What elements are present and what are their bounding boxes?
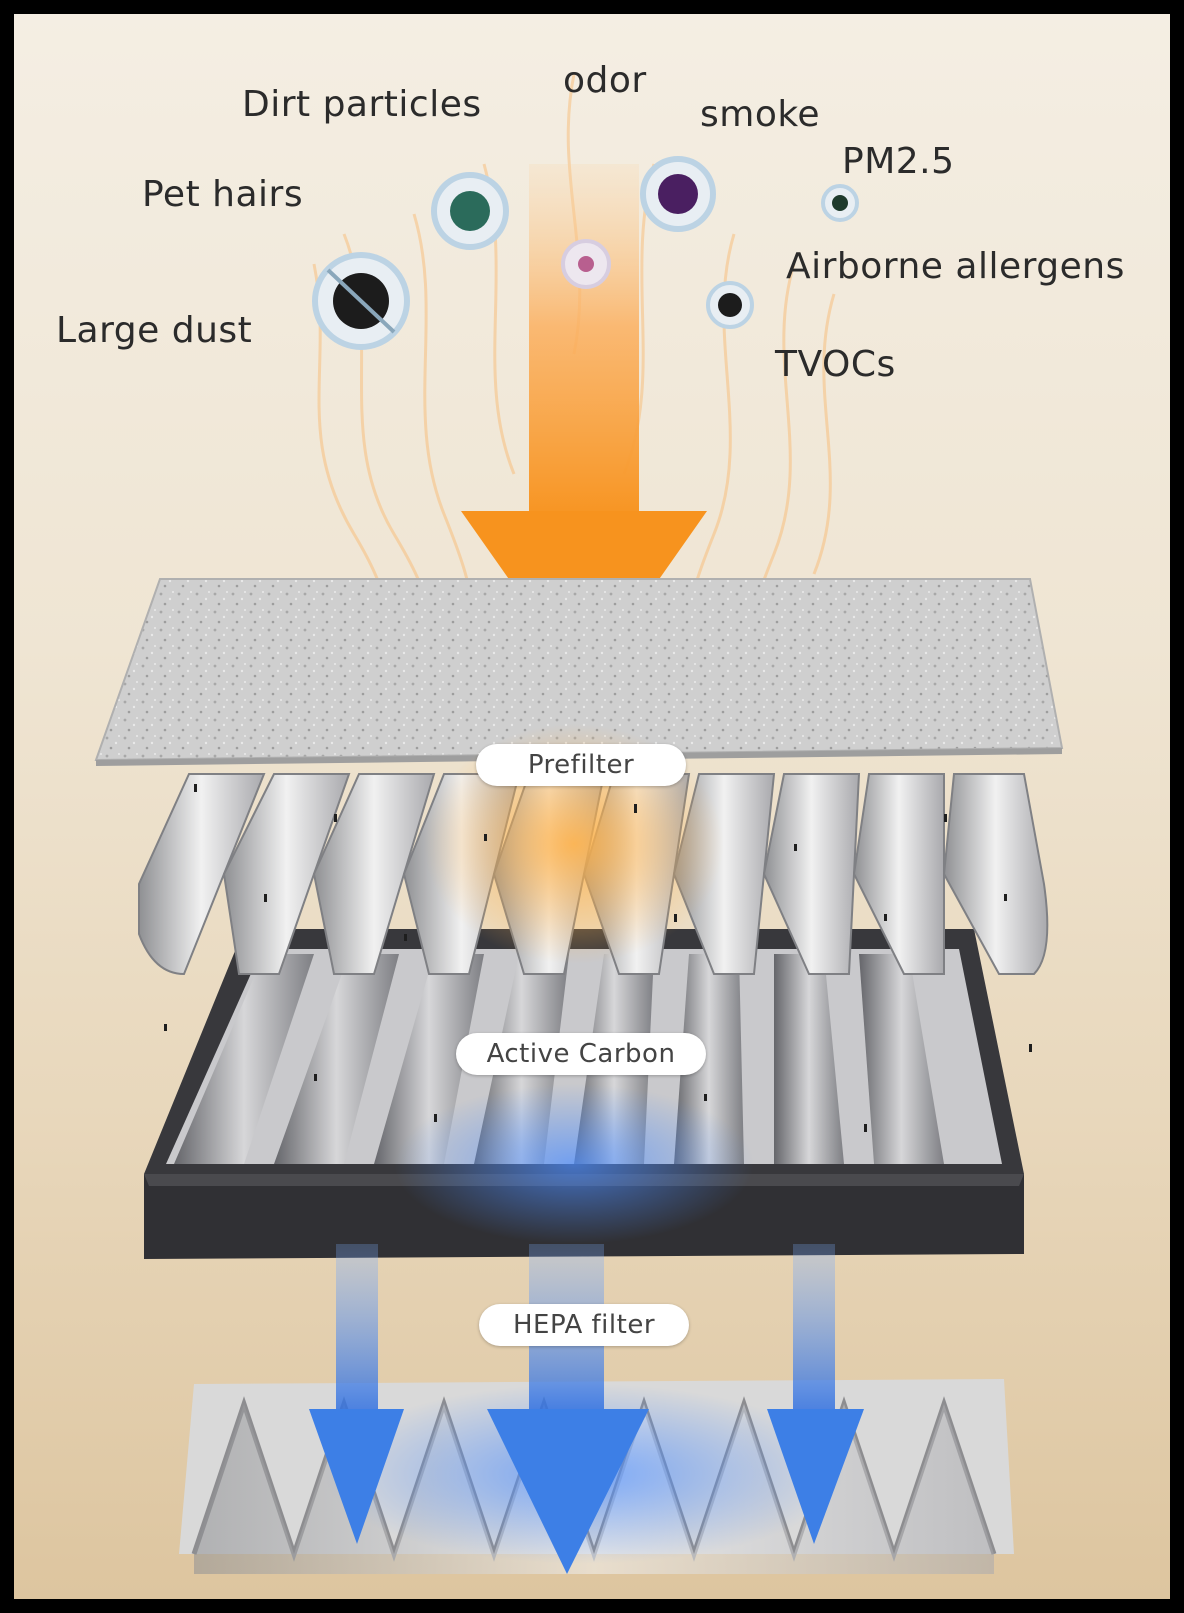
label-airborne-allergens: Airborne allergens: [786, 246, 1125, 287]
smoke-virus-icon: [640, 156, 716, 232]
odor-icon: [561, 239, 611, 289]
tvocs-icon: [706, 281, 754, 329]
label-odor: odor: [563, 60, 647, 101]
layer-label-prefilter: Prefilter: [476, 744, 686, 786]
label-tvocs: TVOCs: [775, 344, 896, 385]
outflow-arrow-right: [767, 1244, 864, 1544]
pm25-icon: [821, 184, 859, 222]
large-dust-icon: [312, 252, 410, 350]
layer-label-active-carbon: Active Carbon: [456, 1033, 706, 1075]
label-smoke: smoke: [700, 94, 821, 135]
label-pm25: PM2.5: [842, 141, 955, 182]
label-large-dust: Large dust: [56, 310, 253, 351]
label-pet-hairs: Pet hairs: [142, 174, 304, 215]
label-dirt-particles: Dirt particles: [242, 84, 482, 125]
pollutant-icons: [312, 156, 859, 350]
active-carbon-tray: [144, 929, 1024, 1259]
pet-hairs-icon: [431, 172, 509, 250]
layer-label-hepa: HEPA filter: [479, 1304, 689, 1346]
outflow-arrow-left: [309, 1244, 404, 1544]
diagram-frame: Dirt particles odor smoke PM2.5 Pet hair…: [14, 14, 1170, 1599]
